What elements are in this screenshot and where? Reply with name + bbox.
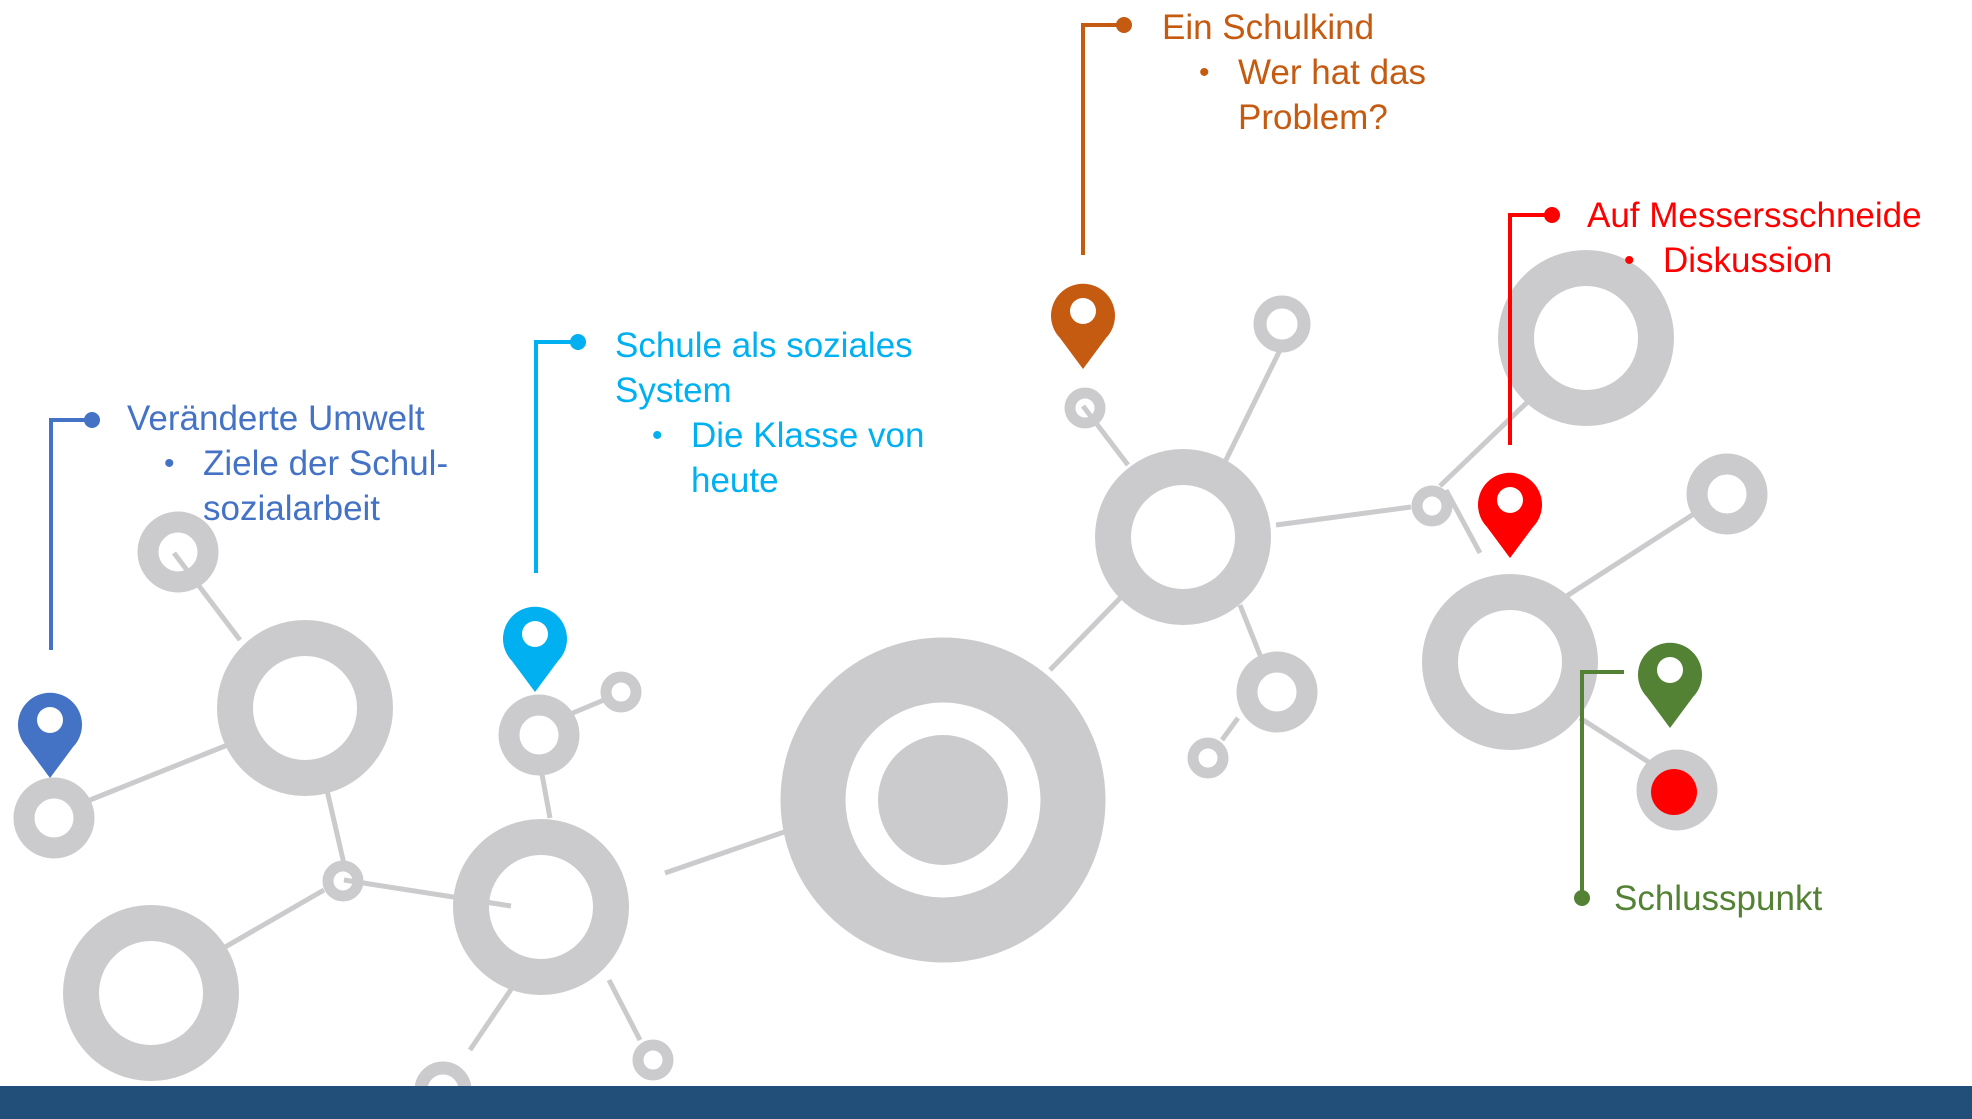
map-pin-icon <box>1638 642 1702 728</box>
ring-node <box>1187 737 1229 779</box>
leader-dot <box>1574 890 1590 906</box>
leader-dot <box>570 334 586 350</box>
ring-node <box>217 620 393 796</box>
ring-node <box>600 671 642 713</box>
leader-dot <box>1116 17 1132 33</box>
map-pin-icon <box>1051 283 1115 369</box>
label-schule-als-soziales-system: Schule als soziales System • Die Klasse … <box>615 323 924 503</box>
milestone-title: Schlusspunkt <box>1614 879 1823 918</box>
milestone-sub-line: heute <box>691 461 779 500</box>
callout-leaders <box>49 17 1624 906</box>
network-core-dot <box>878 735 1008 865</box>
leader-auf-messersschneide <box>1508 213 1552 445</box>
map-pin-icon <box>503 606 567 692</box>
milestone-title: System <box>615 371 732 410</box>
milestone-sub-line: Ziele der Schul- <box>203 444 449 483</box>
leader-dot <box>84 412 100 428</box>
ring-node <box>1422 574 1598 750</box>
milestone-title: Veränderte Umwelt <box>127 399 425 438</box>
ring-node <box>1064 387 1106 429</box>
leader-schlusspunkt <box>1580 670 1624 898</box>
map-pin-icon <box>18 692 83 778</box>
label-veraenderte-umwelt: Veränderte Umwelt • Ziele der Schul- soz… <box>127 396 448 531</box>
ring-node <box>1253 295 1311 353</box>
milestone-sub-line: Diskussion <box>1663 241 1833 280</box>
bullet-glyph: • <box>164 447 175 480</box>
label-ein-schulkind: Ein Schulkind • Wer hat das Problem? <box>1162 5 1426 140</box>
ring-node <box>13 777 95 859</box>
milestone-title: Ein Schulkind <box>1162 8 1375 47</box>
milestone-sub-line: sozialarbeit <box>203 489 381 528</box>
ring-node <box>1686 453 1768 535</box>
ring-node <box>322 860 364 902</box>
ring-node <box>1636 749 1718 831</box>
leader-veraenderte-umwelt <box>49 418 92 650</box>
label-auf-messersschneide: Auf Messersschneide • Diskussion <box>1587 193 1922 283</box>
bullet-glyph: • <box>1624 244 1635 277</box>
ring-node <box>1095 449 1271 625</box>
ring-node <box>63 905 239 1081</box>
ring-node <box>137 511 219 593</box>
ring-node <box>1411 485 1453 527</box>
ring-node <box>1236 651 1318 733</box>
milestone-sub-line: Wer hat das <box>1238 53 1427 92</box>
leader-dot <box>1544 207 1560 223</box>
label-schlusspunkt: Schlusspunkt <box>1614 876 1822 921</box>
milestone-title: Schule als soziales <box>615 326 913 365</box>
milestone-sub-line: Problem? <box>1238 98 1388 137</box>
ring-node <box>632 1039 674 1081</box>
leader-ein-schulkind <box>1081 23 1124 255</box>
bullet-glyph: • <box>652 419 663 452</box>
ring-node <box>1498 250 1674 426</box>
ring-node <box>498 694 580 776</box>
milestone-sub-line: Die Klasse von <box>691 416 925 455</box>
footer-bar <box>0 1086 1972 1119</box>
ring-node <box>453 819 629 995</box>
ring-node <box>780 637 1106 963</box>
endpoint-red-dot <box>1651 769 1697 815</box>
bullet-glyph: • <box>1199 56 1210 89</box>
leader-schule-als-soziales-system <box>534 340 578 573</box>
milestone-title: Auf Messersschneide <box>1587 196 1922 235</box>
network-nodes <box>13 250 1768 1119</box>
map-pin-icon <box>1478 472 1542 558</box>
